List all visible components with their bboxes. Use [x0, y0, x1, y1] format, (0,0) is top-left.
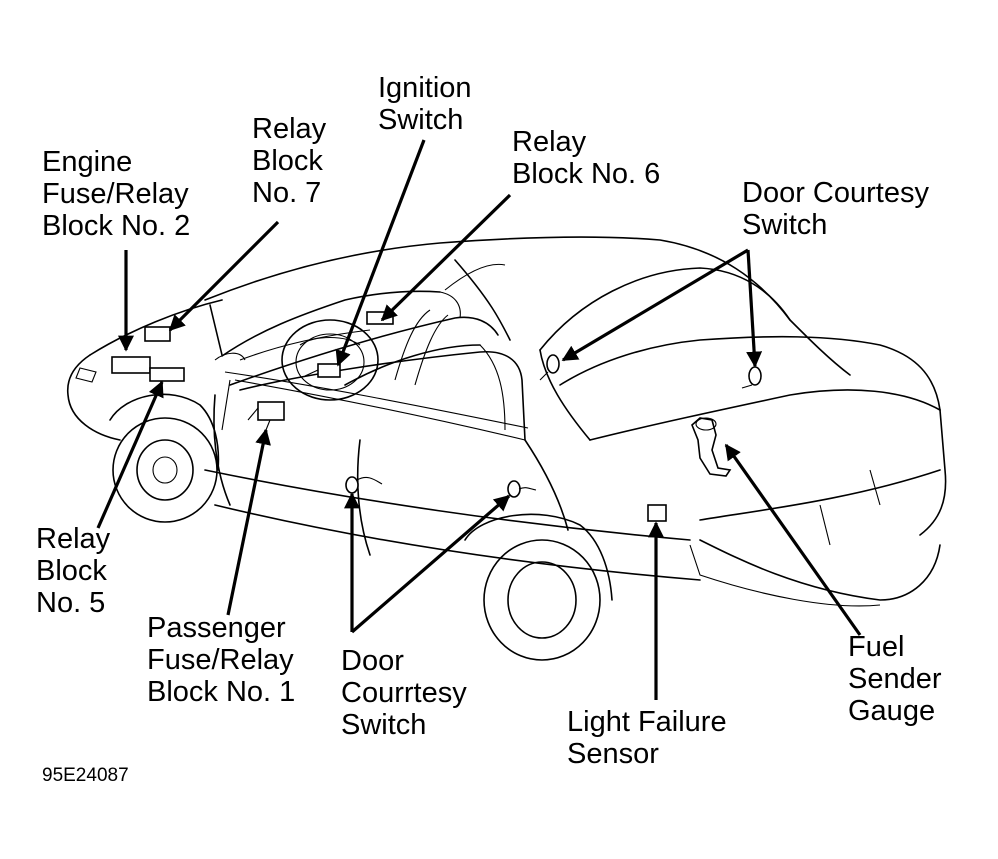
- arrow-relay-block-6: [380, 193, 512, 322]
- label-line: No. 7: [252, 177, 322, 209]
- label-relay-block-5: Relay Block No. 5: [36, 523, 110, 619]
- ignition-switch-part: [317, 363, 341, 378]
- arrow-relay-block-7: [168, 220, 280, 332]
- door-courtesy-switch-left-part: [546, 354, 560, 374]
- arrow-door-courrtesy-rear: [350, 494, 511, 634]
- label-line: Door: [341, 645, 404, 677]
- label-line: Switch: [742, 209, 828, 241]
- arrow-door-courtesy-right: [746, 249, 763, 368]
- label-line: No. 5: [36, 587, 106, 619]
- label-line: Switch: [341, 709, 427, 741]
- label-passenger-fuse-relay-block-1: Passenger Fuse/Relay Block No. 1: [147, 612, 295, 708]
- label-door-courtesy-switch: Door Courtesy Switch: [742, 177, 929, 241]
- label-line: Relay: [512, 126, 587, 158]
- label-line: Fuse/Relay: [42, 178, 189, 210]
- door-courrtesy-switch-rear-part: [507, 480, 521, 498]
- figure-code: 95E24087: [42, 765, 129, 786]
- label-line: Block: [252, 145, 323, 177]
- components: [111, 311, 762, 522]
- label-line: Gauge: [848, 695, 936, 727]
- door-courtesy-switch-right-part: [748, 366, 762, 386]
- light-failure-sensor-part: [647, 504, 667, 522]
- relay-block-7-part: [144, 326, 171, 342]
- label-line: Block No. 1: [147, 676, 296, 708]
- car-body: [66, 236, 947, 661]
- arrow-door-courtesy-left: [561, 248, 749, 362]
- label-line: Light Failure: [567, 706, 727, 738]
- label-line: Door Courtesy: [742, 177, 929, 209]
- label-line: Block: [36, 555, 107, 587]
- label-line: Fuse/Relay: [147, 644, 294, 676]
- label-line: Sensor: [567, 738, 659, 770]
- label-line: Switch: [378, 104, 464, 136]
- label-line: Fuel: [848, 631, 905, 663]
- label-ignition-switch: Ignition Switch: [378, 72, 472, 136]
- arrow-ignition-switch: [335, 139, 426, 367]
- label-line: Engine: [42, 146, 133, 178]
- label-fuel-sender-gauge: Fuel Sender Gauge: [848, 631, 942, 727]
- label-door-courrtesy-switch: Door Courrtesy Switch: [341, 645, 467, 741]
- label-line: Block No. 2: [42, 210, 191, 242]
- arrow-fuel-sender-gauge: [724, 443, 862, 636]
- label-line: Block No. 6: [512, 158, 661, 190]
- label-line: Ignition: [378, 72, 472, 104]
- label-line: Relay: [252, 113, 327, 145]
- arrow-relay-block-5: [96, 380, 164, 529]
- label-line: Passenger: [147, 612, 286, 644]
- label-relay-block-6: Relay Block No. 6: [512, 126, 660, 190]
- label-line: Relay: [36, 523, 111, 555]
- arrow-passenger-fuse-relay-block-1: [226, 428, 271, 616]
- passenger-fuse-relay-block-1-part: [257, 401, 285, 421]
- label-line: Sender: [848, 663, 942, 695]
- label-line: Courrtesy: [341, 677, 467, 709]
- door-courrtesy-switch-front-part: [345, 476, 359, 494]
- leader-arrows: [96, 139, 862, 700]
- fuel-sender-gauge-part: [691, 417, 732, 477]
- relay-block-5-part: [149, 367, 185, 382]
- engine-fuse-relay-block-2-part: [111, 356, 151, 374]
- label-engine-fuse-relay-block-2: Engine Fuse/Relay Block No. 2: [42, 146, 190, 242]
- label-relay-block-7: Relay Block No. 7: [252, 113, 326, 209]
- label-light-failure-sensor: Light Failure Sensor: [567, 706, 727, 770]
